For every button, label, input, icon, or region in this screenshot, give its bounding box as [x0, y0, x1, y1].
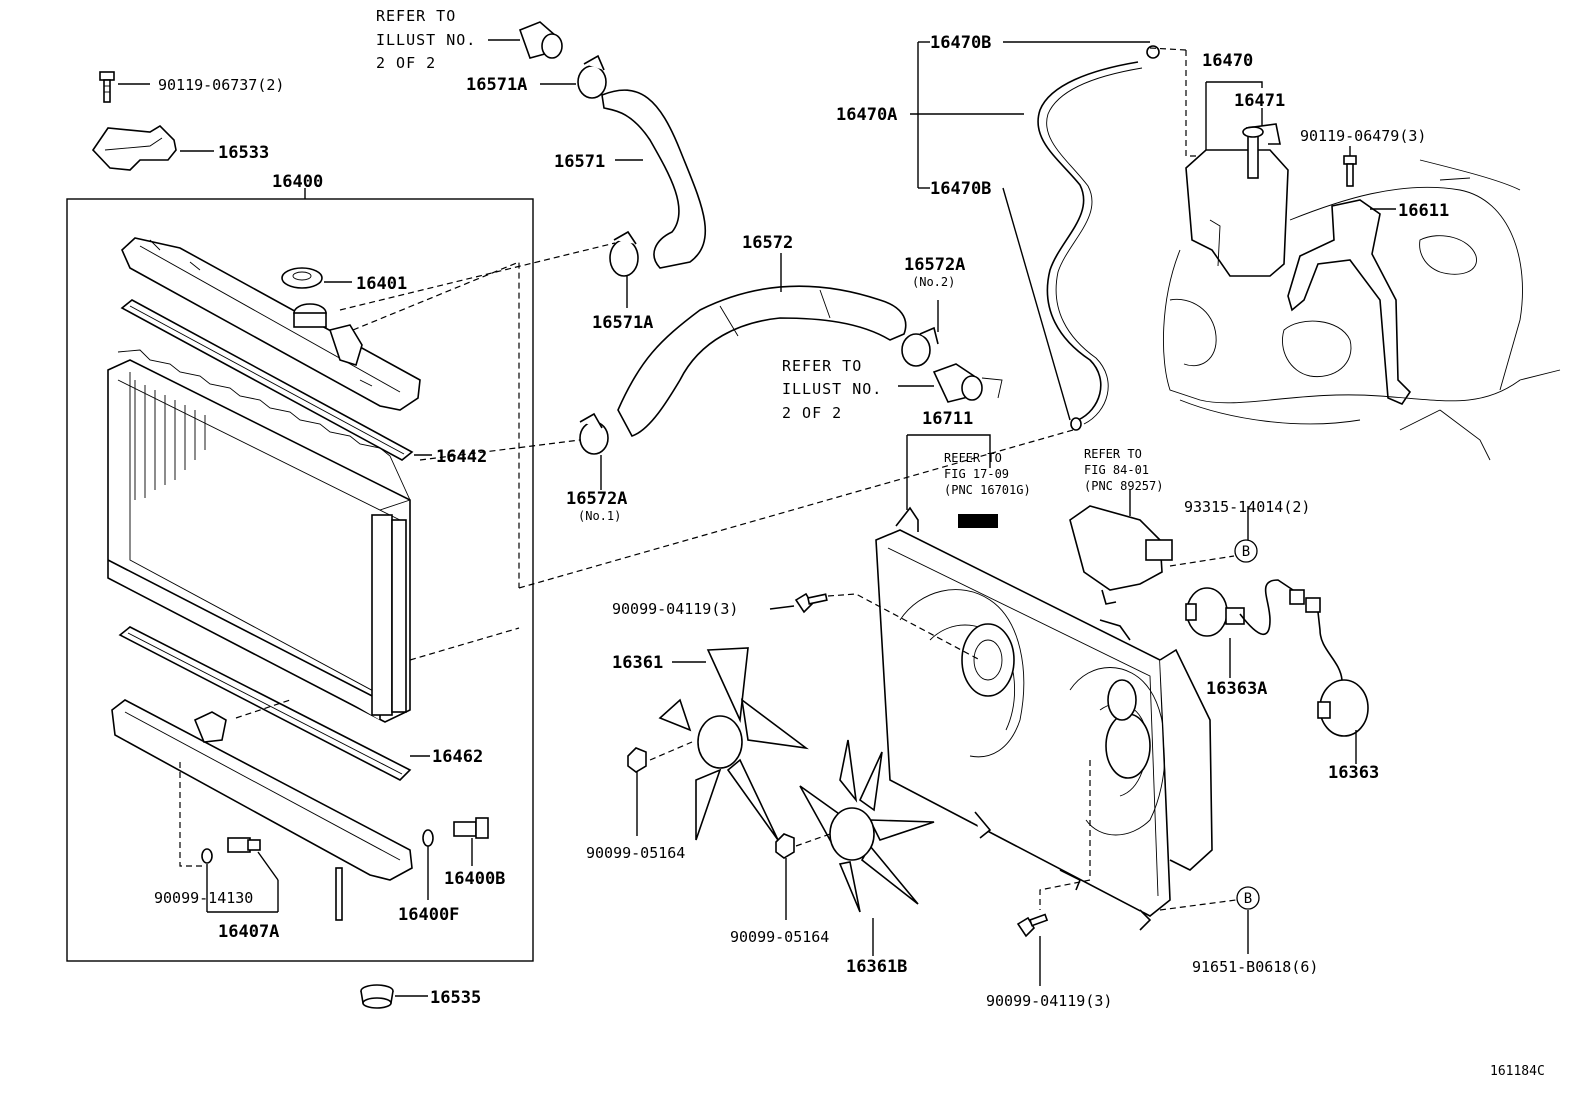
- screw-icon: [769, 592, 828, 614]
- callout-label: 16470B: [930, 33, 991, 53]
- reference-marker-letter: B: [1242, 544, 1250, 560]
- bolt-icon: [99, 71, 150, 103]
- reference-note-line: (PNC 16701G): [944, 483, 1031, 497]
- lower-gasket: [118, 626, 430, 781]
- reference-note-line: ILLUST NO.: [782, 380, 882, 398]
- reference-note-line: (PNC 89257): [1084, 479, 1163, 493]
- callout-label: 16533: [218, 143, 269, 163]
- callout-label: 16470B: [930, 179, 991, 199]
- hose-clamp-icon: [540, 54, 607, 99]
- upper-radiator-hose: [601, 89, 706, 269]
- screw-icon: [1016, 913, 1049, 986]
- callout-label: 16571A: [592, 313, 653, 333]
- cooling-fan-icon: [799, 739, 935, 956]
- radiator-lower-tank: [111, 699, 413, 921]
- callout-label: 16572: [742, 233, 793, 253]
- radiator-upper-tank: [121, 237, 421, 411]
- callout-label: 16401: [356, 274, 407, 294]
- overflow-hose: [1037, 61, 1143, 425]
- hose-fitting-icon: [898, 363, 1003, 403]
- cushion-icon: [360, 984, 428, 1009]
- fan-shroud: [875, 506, 1213, 931]
- upper-gasket: [120, 299, 432, 461]
- callout-label: 16471: [1234, 91, 1285, 111]
- hose-clamp-icon: [609, 230, 639, 308]
- callout-label: 16361: [612, 653, 663, 673]
- callout-label: 90099-04119(3): [986, 992, 1112, 1010]
- nut-icon: [627, 747, 647, 836]
- bracket-icon: [91, 124, 214, 171]
- radiator-core: [107, 349, 411, 723]
- callout-label: 90119-06737(2): [158, 76, 284, 94]
- nut-icon: [775, 833, 795, 920]
- reference-note-line: FIG 84-01: [1084, 463, 1149, 477]
- callout-label: 16470: [1202, 51, 1253, 71]
- reference-note-line: FIG 17-09: [944, 467, 1009, 481]
- callout-label: 16470A: [836, 105, 897, 125]
- callout-label: 16400: [272, 172, 323, 192]
- reference-note-line: REFER TO: [1084, 447, 1142, 461]
- callout-label: 16407A: [218, 922, 279, 942]
- sensor-icon: [422, 817, 489, 900]
- callout-label: 16611: [1398, 201, 1449, 221]
- diagram-code: 161184C: [1490, 1064, 1545, 1079]
- callout-label: 16572A: [904, 255, 965, 275]
- lower-radiator-hose: [617, 253, 907, 437]
- reference-note-line: REFER TO: [944, 451, 1002, 465]
- reference-marker-b: [1234, 539, 1258, 563]
- callout-label: 90119-06479(3): [1300, 127, 1426, 145]
- reference-note-line: REFER TO: [782, 357, 862, 375]
- callout-label: 16442: [436, 447, 487, 467]
- callout-label: 91651-B0618(6): [1192, 958, 1318, 976]
- radiator-cap-icon: [281, 267, 352, 328]
- callout-label: 16361B: [846, 957, 907, 977]
- cooling-fan-icon: [658, 647, 809, 841]
- radiator-assembly-box: [66, 188, 534, 962]
- hose-clip-icon: [1070, 45, 1160, 431]
- reference-marker-b: [1236, 886, 1260, 910]
- reference-note-line: 2 OF 2: [782, 404, 842, 422]
- reference-marker-letter: B: [1244, 891, 1252, 907]
- callout-label: 16400B: [444, 869, 505, 889]
- callout-label: 16462: [432, 747, 483, 767]
- bolt-icon: [1343, 146, 1357, 187]
- reservoir-bracket: [1287, 199, 1412, 405]
- fan-motor-icon: [1305, 597, 1369, 764]
- callout-sublabel: (No.2): [912, 275, 955, 289]
- callout-label: 90099-05164: [730, 928, 829, 946]
- callout-label: 16535: [430, 988, 481, 1008]
- fan-motor-icon: [1185, 579, 1305, 678]
- reference-note-line: ILLUST NO.: [376, 31, 476, 49]
- hose-fitting-icon: [488, 21, 563, 59]
- callout-label: 16571A: [466, 75, 527, 95]
- callout-label: 16572A: [566, 489, 627, 509]
- callout-label: 16400F: [398, 905, 459, 925]
- callout-label: 16571: [554, 152, 605, 172]
- callout-label: 16711: [922, 409, 973, 429]
- callout-label: 16363A: [1206, 679, 1267, 699]
- callout-label: 90099-04119(3): [612, 600, 738, 618]
- hose-clamp-icon: [579, 412, 609, 490]
- reservoir-tank: [1185, 123, 1289, 277]
- drain-cock-icon: [201, 837, 279, 913]
- callout-label: 90099-05164: [586, 844, 685, 862]
- callout-label: 90099-14130: [154, 889, 253, 907]
- reference-note-line: 2 OF 2: [376, 54, 436, 72]
- callout-label: 16363: [1328, 763, 1379, 783]
- callout-sublabel: (No.1): [578, 509, 621, 523]
- hose-clamp-icon: [901, 300, 939, 367]
- callout-label: 93315-14014(2): [1184, 498, 1310, 516]
- reference-note-line: REFER TO: [376, 7, 456, 25]
- engine-outline: [1163, 159, 1561, 461]
- fan-control-module: [1069, 490, 1173, 605]
